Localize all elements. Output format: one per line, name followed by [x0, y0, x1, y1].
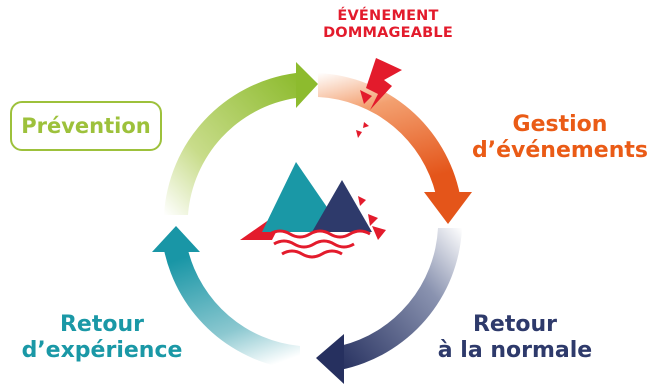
cycle-arrow-orange [318, 73, 472, 224]
event-label-line1: ÉVÉNEMENT [337, 8, 439, 24]
retour-normale-label: Retour à la normale [430, 312, 600, 365]
retour-experience-line2: d’expérience [21, 338, 183, 364]
retour-experience-line1: Retour [59, 312, 144, 337]
gestion-label: Gestion d’événements [465, 112, 654, 165]
cycle-arrow-navy [316, 228, 462, 384]
cycle-arrow-teal [152, 226, 300, 370]
cycle-arrow-green [164, 62, 318, 215]
lightning-icon [356, 58, 402, 138]
prevention-box: Prévention [10, 101, 162, 151]
event-label-line2: DOMMAGEABLE [323, 25, 453, 42]
retour-experience-label: Retour d’expérience [12, 312, 192, 365]
gestion-label-line2: d’événements [472, 138, 648, 164]
retour-normale-line2: à la normale [437, 338, 593, 364]
gestion-label-line1: Gestion [512, 112, 608, 137]
mountains-and-water-icon [240, 162, 386, 259]
retour-normale-line1: Retour [472, 312, 557, 337]
prevention-label: Prévention [21, 114, 151, 138]
event-label: ÉVÉNEMENT DOMMAGEABLE [318, 8, 458, 43]
